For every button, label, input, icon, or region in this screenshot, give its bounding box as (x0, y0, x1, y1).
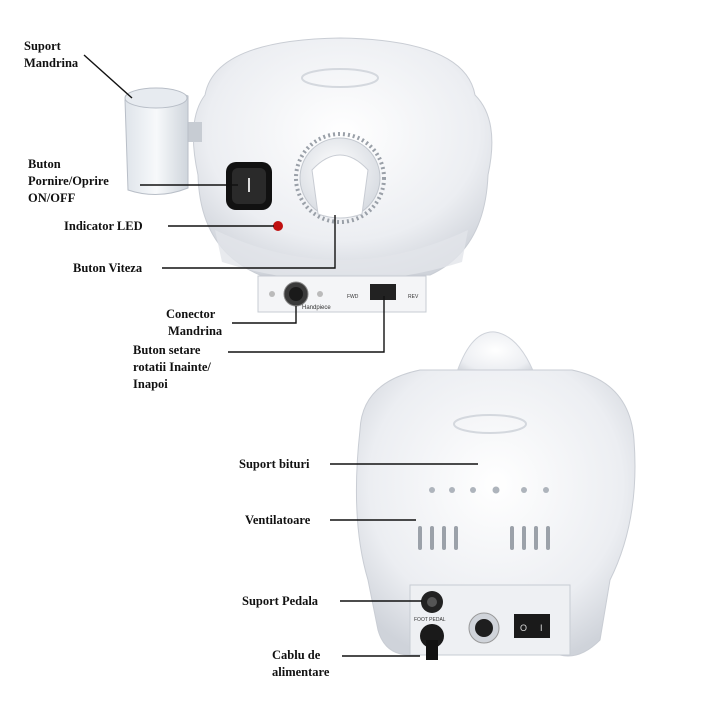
rear-power-switch[interactable]: O I (514, 614, 550, 638)
label-conector-mandrina: Conector Mandrina (166, 307, 223, 338)
bit-holder (429, 486, 549, 494)
port-panel: Handpiece FWD REV (257, 275, 427, 313)
label-suport-pedala: Suport Pedala (242, 594, 319, 608)
switch-on-marking: I (540, 623, 543, 633)
handpiece-dome (454, 331, 537, 379)
label-buton-pornire: Buton Pornire/Oprire ON/OFF (28, 157, 109, 205)
switch-off-marking: O (520, 623, 527, 633)
speed-knob[interactable] (294, 132, 386, 224)
fuse-holder (468, 612, 500, 644)
handpiece-connector[interactable] (269, 281, 323, 307)
power-switch[interactable] (226, 162, 272, 210)
foot-pedal-marking: FOOT PEDAL (414, 617, 446, 623)
handpiece-holder (124, 87, 202, 195)
fwd-marking: FWD (347, 294, 359, 300)
foot-pedal-socket[interactable] (421, 591, 443, 613)
leader-buton-viteza (162, 215, 336, 269)
label-suport-bituri: Suport bituri (239, 457, 310, 471)
leader-buton-setare (228, 296, 385, 353)
led-indicator (273, 221, 283, 231)
rev-marking: REV (408, 294, 419, 300)
label-buton-viteza: Buton Viteza (73, 261, 143, 275)
ventilation-slots (418, 526, 550, 550)
handpiece-marking: Handpiece (302, 305, 331, 311)
label-ventilatoare: Ventilatoare (245, 513, 311, 527)
label-indicator-led: Indicator LED (64, 219, 143, 233)
power-cord (420, 624, 444, 660)
device-front-view: Handpiece FWD REV (124, 37, 493, 313)
leader-suport-mandrina (83, 54, 133, 99)
rear-panel: FOOT PEDAL O I (409, 584, 571, 660)
label-buton-setare: Buton setare rotatii Inainte/ Inapoi (133, 343, 211, 391)
label-suport-mandrina: Suport Mandrina (24, 39, 79, 70)
device-rear-view: FOOT PEDAL O I (355, 331, 636, 660)
label-cablu-alimentare: Cablu de alimentare (272, 648, 330, 679)
leader-conector-mandrina (232, 306, 297, 324)
direction-switch[interactable] (370, 284, 396, 300)
device-body-rear (355, 369, 636, 657)
leader-lines (83, 54, 478, 657)
